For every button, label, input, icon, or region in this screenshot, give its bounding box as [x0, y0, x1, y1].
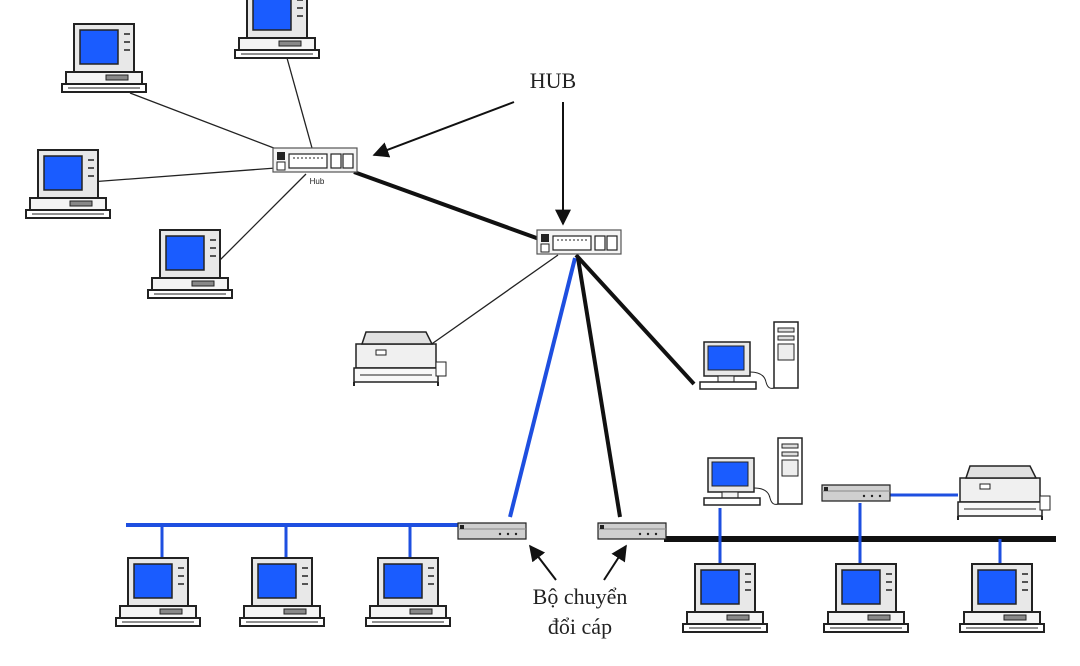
tower-computer-icon: [703, 437, 803, 506]
computer-icon: [365, 557, 451, 627]
cable-hub1-hub2: [353, 170, 543, 242]
converter-label-line2: đổi cáp: [548, 614, 612, 639]
printer-icon: [957, 465, 1051, 521]
computer-icon: [682, 563, 768, 633]
converter-arrow-right: [603, 544, 627, 581]
cable-hub2-converter-right: [576, 257, 622, 518]
computer-icon: [61, 23, 147, 93]
computer-icon: [147, 229, 233, 299]
cable-hub1-pc4: [217, 173, 307, 263]
cable-converter-icon: [457, 522, 527, 540]
cable-hub2-printer: [425, 254, 559, 349]
computer-icon: [959, 563, 1045, 633]
tower-computer-icon: [699, 321, 799, 390]
cable-converter-icon: [821, 484, 891, 502]
cable-hub2-tower: [574, 253, 696, 386]
hub-device-label: Hub: [310, 177, 325, 186]
cable-hub1-pc2: [286, 57, 313, 149]
computer-icon: [234, 0, 320, 59]
hub-callout-label: HUB: [530, 68, 576, 93]
converter-arrow-left: [529, 544, 557, 581]
printer-icon: [353, 331, 447, 387]
converter-label-line1: Bộ chuyển: [533, 584, 628, 609]
cable-converter-icon: [597, 522, 667, 540]
cable-hub1-pc1: [129, 92, 301, 159]
computer-icon: [239, 557, 325, 627]
computer-icon: [115, 557, 201, 627]
hub-icon: Hub: [272, 147, 358, 186]
hub-icon: [536, 229, 622, 255]
computer-icon: [823, 563, 909, 633]
hub-callout-arrow-left: [372, 101, 515, 158]
computer-icon: [25, 149, 111, 219]
cable-hub2-converter-left: [508, 257, 577, 518]
cable-hub1-pc3: [89, 167, 277, 183]
